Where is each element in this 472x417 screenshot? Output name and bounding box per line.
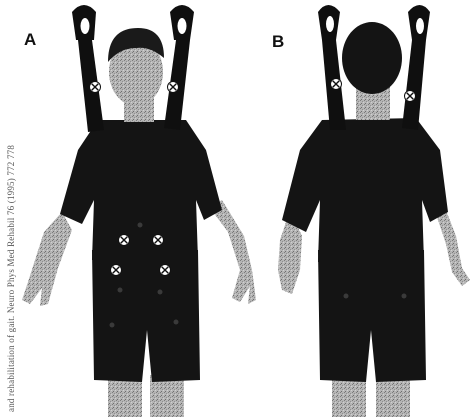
back-shirt [282, 118, 448, 262]
sensor-marker-icon [331, 79, 342, 90]
sensor-marker-icon [168, 82, 179, 93]
front-legs [108, 375, 184, 417]
sensor-marker-icon [111, 265, 122, 276]
sensor-marker-icon [405, 91, 416, 102]
back-legs [332, 375, 410, 417]
sensor-marker-icon [119, 235, 130, 246]
front-shorts [92, 250, 200, 382]
back-left-strap [318, 5, 346, 130]
front-shirt [60, 120, 222, 260]
front-right-strap [164, 5, 194, 130]
strap-loop-icon [416, 18, 424, 34]
front-left-strap [72, 5, 104, 132]
back-shorts [318, 250, 426, 382]
strap-loop-icon [81, 18, 90, 34]
strap-loop-icon [178, 18, 187, 34]
sensor-marker-icon [160, 265, 171, 276]
front-view-figure [22, 5, 256, 417]
back-head [342, 22, 402, 94]
strap-loop-icon [326, 16, 334, 32]
back-view-figure [278, 5, 470, 417]
back-right-strap [402, 5, 430, 130]
sensor-marker-icon [153, 235, 164, 246]
sensor-marker-icon [90, 82, 101, 93]
